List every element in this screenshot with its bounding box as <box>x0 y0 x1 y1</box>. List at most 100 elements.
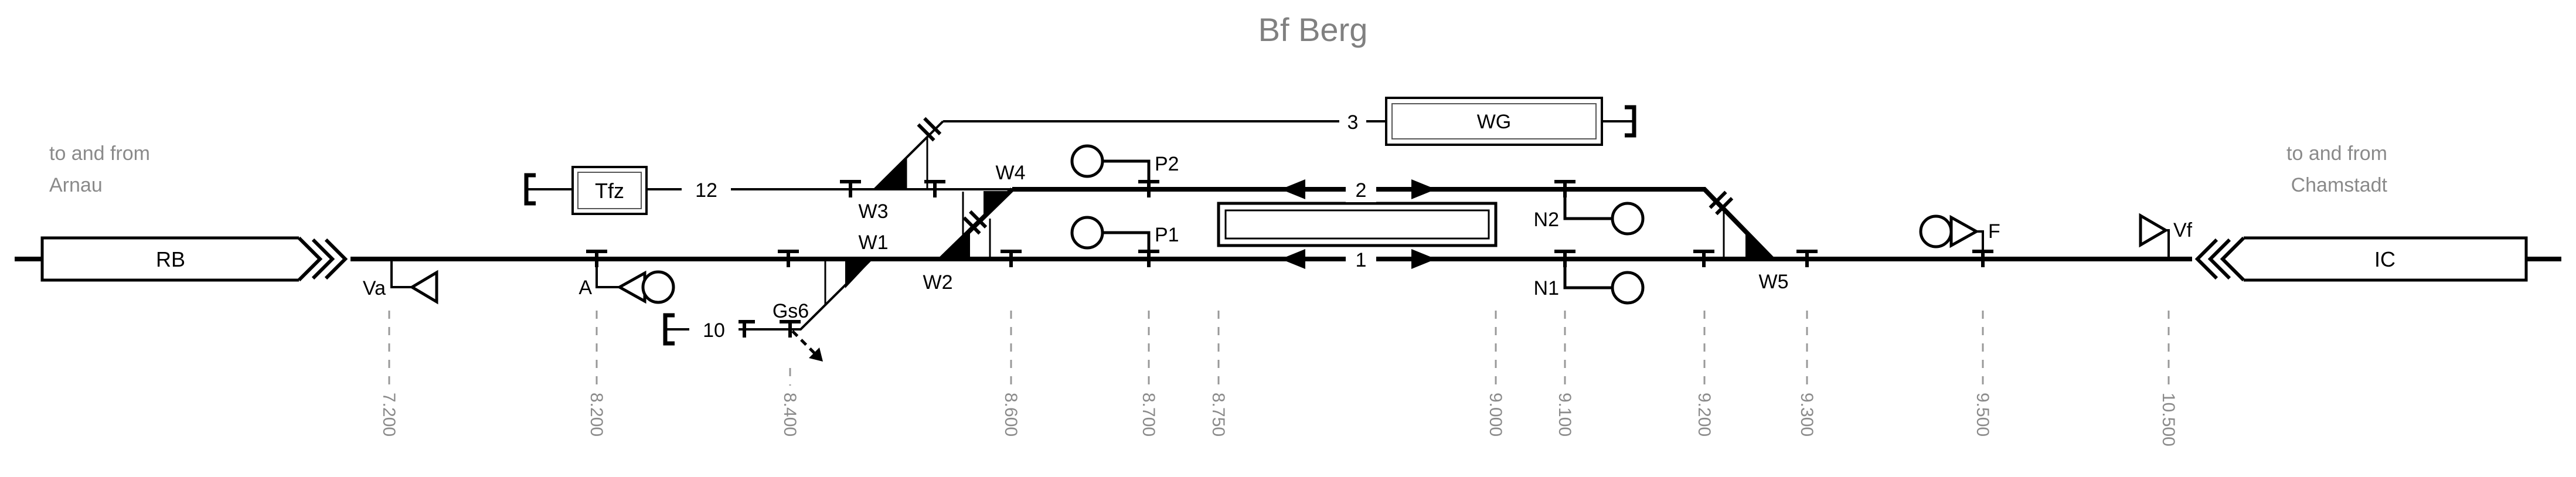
tick <box>924 180 945 197</box>
derailer-marks <box>917 117 1734 235</box>
direction-arrows <box>1281 179 1436 269</box>
buffer-stop-track12 <box>524 173 536 206</box>
km-label: 9.500 <box>1973 393 1992 437</box>
distant-signal-icon <box>2139 213 2169 248</box>
gs6-arrow-shaft <box>791 330 816 355</box>
rb-label: RB <box>156 247 185 271</box>
gs6-label: Gs6 <box>773 300 809 322</box>
km-label: 9.100 <box>1555 393 1574 437</box>
km-marker: 7.200 <box>379 311 399 437</box>
switch-w2-wedge <box>941 229 970 258</box>
main-signal-icon <box>1611 271 1645 305</box>
km-marker: 9.000 <box>1486 311 1505 437</box>
signal-p1-mast <box>1102 231 1151 260</box>
rb-chevron <box>311 238 335 280</box>
tick <box>1693 250 1714 267</box>
km-label: 8.600 <box>1001 393 1020 437</box>
gs6-shunt-arrow <box>791 330 823 362</box>
derailer-mark <box>962 210 988 235</box>
signal-n1-mast <box>1563 260 1612 289</box>
corridor-left-line1: to and from <box>49 142 150 165</box>
facility-tfz: Tfz <box>571 166 648 215</box>
wg-label: WG <box>1477 111 1512 133</box>
ic-box <box>2244 236 2528 282</box>
switch-labels: W3 W1 W2 W4 W5 Gs6 <box>773 162 1789 322</box>
tfz-box-outer <box>571 166 648 215</box>
buffer-stop-track10 <box>663 313 675 346</box>
turnout-wedges <box>845 158 1773 288</box>
page-title: Bf Berg <box>1258 11 1368 48</box>
derailer-mark <box>1709 190 1734 216</box>
distant-signal-icon <box>616 270 646 304</box>
main-signal-icon <box>641 270 675 304</box>
track-2-right-arrow <box>1411 179 1436 199</box>
track-1-right-arrow <box>1411 249 1436 269</box>
buffer-stops <box>524 105 1636 346</box>
signal-p1 <box>1070 216 1151 260</box>
ic-chevron <box>2207 238 2231 280</box>
switch-w4-wedge <box>984 191 1012 220</box>
track-1-left-arrow <box>1281 249 1305 269</box>
tfz-box-inner <box>577 172 642 209</box>
km-marker: 9.300 <box>1797 311 1816 437</box>
main-signal-icon <box>1919 214 1953 248</box>
signal-vf-label: Vf <box>2173 219 2193 241</box>
track-12-label: 12 <box>695 179 717 202</box>
corridor-right-line2: Chamstadt <box>2291 174 2388 196</box>
platform-inner <box>1224 209 1490 240</box>
track-number-labels: 12 10 3 2 1 <box>682 110 1376 342</box>
km-label: 10.500 <box>2159 393 2178 447</box>
signal-va <box>390 259 438 305</box>
signal-labels: Va A P2 P1 N2 N1 F Vf <box>363 153 2193 299</box>
gs6-arrow-head <box>809 347 823 362</box>
km-label: 8.700 <box>1139 393 1158 437</box>
corridor-left-line2: Arnau <box>49 174 103 196</box>
signal-a <box>595 259 675 304</box>
ic-chevron <box>2220 236 2245 282</box>
signal-p2-label: P2 <box>1155 153 1179 175</box>
switch-w3-wedge <box>874 158 906 189</box>
km-label: 9.000 <box>1486 393 1505 437</box>
tick <box>1796 250 1818 267</box>
switch-w3-label: W3 <box>859 200 889 223</box>
km-marker: 8.600 <box>1001 311 1020 437</box>
main-signal-icon <box>1070 216 1104 250</box>
km-marker: 10.500 <box>2159 311 2178 447</box>
signal-n1-label: N1 <box>1534 277 1559 299</box>
tick <box>1001 250 1022 267</box>
distant-signal-icon <box>1949 214 1980 248</box>
corridor-right-line1: to and from <box>2286 142 2387 165</box>
km-marker: 9.500 <box>1973 311 1992 437</box>
switch-w1-label: W1 <box>859 231 889 254</box>
signal-va-label: Va <box>363 277 386 299</box>
switch-w4-label: W4 <box>996 162 1026 184</box>
track-2-label: 2 <box>1356 179 1367 202</box>
signal-a-label: A <box>579 277 592 299</box>
main-signal-icon <box>1611 202 1645 236</box>
signal-n2-label: N2 <box>1534 209 1559 231</box>
km-label: 9.300 <box>1797 393 1816 437</box>
signal-vf-mast <box>2166 229 2170 260</box>
tick <box>778 250 799 267</box>
switch-w1-wedge <box>845 260 872 288</box>
tick-gs6 <box>780 320 801 338</box>
km-marker: 8.700 <box>1139 311 1158 437</box>
rb-box <box>40 236 299 282</box>
km-marker: 9.100 <box>1555 311 1574 437</box>
signal-va-mast <box>390 259 412 288</box>
km-label: 8.750 <box>1209 393 1228 437</box>
km-label: 8.200 <box>587 393 606 437</box>
rb-chevron <box>324 238 348 280</box>
km-marker: 9.200 <box>1694 311 1714 437</box>
ic-label: IC <box>2374 247 2395 271</box>
track-1-label: 1 <box>1356 249 1367 271</box>
facility-wg: WG <box>1385 97 1603 146</box>
tfz-label: Tfz <box>595 179 624 203</box>
train-ic: IC <box>2192 236 2528 282</box>
ic-chevron <box>2194 238 2218 280</box>
signal-f-label: F <box>1988 220 2000 243</box>
km-label: 8.400 <box>780 393 799 437</box>
signal-vf <box>2139 213 2170 260</box>
signal-p2-mast <box>1102 159 1151 189</box>
